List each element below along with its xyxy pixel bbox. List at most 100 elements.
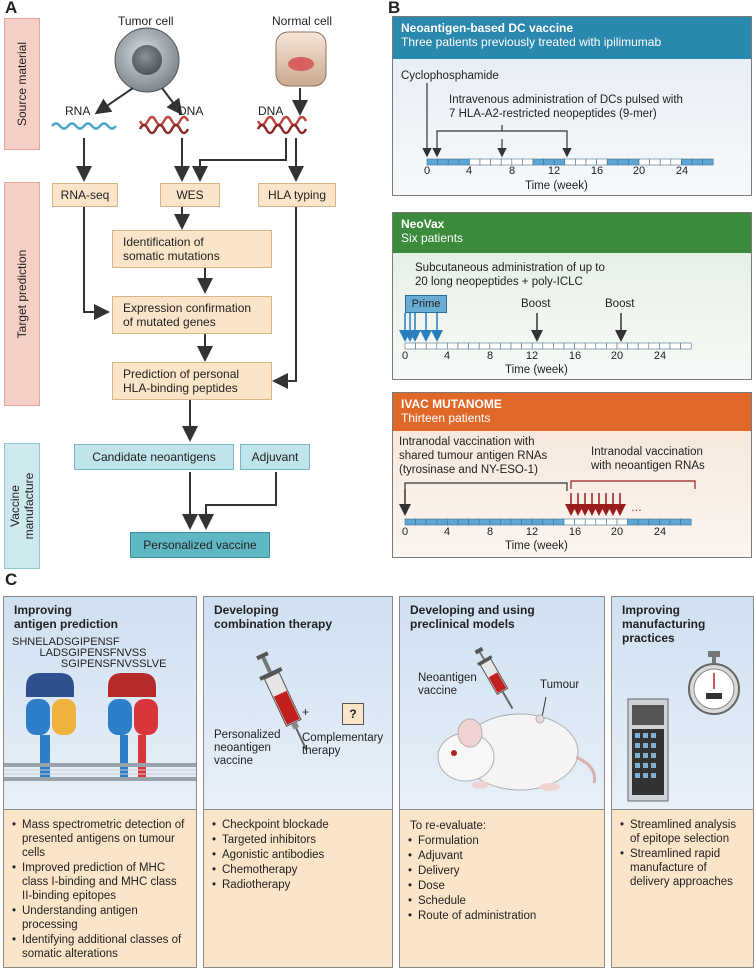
re-evaluate-intro: To re-evaluate:	[410, 820, 487, 832]
week-block	[669, 342, 681, 350]
intranodal-shared-line2: shared tumour antigen RNAs	[399, 450, 548, 462]
list-item: Targeted inhibitors	[212, 833, 386, 847]
week-block	[584, 518, 597, 526]
preclinical-models-title-1: Developing and using	[410, 603, 535, 617]
manufacturing-title-1: Improving	[622, 603, 681, 617]
week-block	[627, 518, 639, 526]
week-block	[575, 158, 587, 166]
week-block	[616, 342, 628, 350]
week-block	[415, 342, 427, 350]
week-block	[595, 518, 607, 526]
rnaseq-label: RNA-seq	[60, 188, 110, 202]
week-block	[457, 342, 469, 350]
antigen-prediction-list-area: Mass spectrometric detection of presente…	[4, 809, 196, 967]
tick-0: 0	[401, 350, 409, 362]
dc-vaccine-header: Neoantigen-based DC vaccine Three patien…	[393, 17, 751, 59]
combination-therapy-title-2: combination therapy	[214, 617, 333, 631]
tick-8: 8	[486, 350, 494, 362]
subcutaneous-label-2: 20 long neopeptides + poly-ICLC	[415, 276, 583, 288]
cyclophosphamide-label: Cyclophosphamide	[401, 70, 499, 82]
intravenous-label-2: 7 HLA-A2-restricted neopeptides (9-mer)	[449, 108, 657, 120]
dc-vaccine-timeline	[422, 83, 714, 166]
tick-0: 0	[423, 165, 431, 177]
complementary-therapy-caption-2: therapy	[302, 745, 341, 757]
step-prediction-line2: HLA-binding peptides	[123, 381, 238, 395]
preclinical-models-title-2: preclinical models	[410, 617, 515, 631]
list-item: Understanding antigen processing	[12, 904, 190, 932]
week-block	[606, 158, 619, 166]
dc-vaccine-xlabel: Time (week)	[525, 180, 588, 192]
syringe-icon	[256, 651, 308, 751]
personalized-vaccine-box: Personalized vaccine	[130, 532, 270, 558]
tick-20: 20	[610, 526, 624, 538]
ivac-timeline: …	[399, 480, 696, 526]
week-block	[564, 158, 576, 166]
list-item: Identifying additional classes of somati…	[12, 933, 190, 961]
week-block	[563, 342, 575, 350]
adjuvant-label: Adjuvant	[251, 450, 299, 464]
list-item: Streamlined analysis of epitope selectio…	[620, 818, 747, 846]
week-block	[404, 342, 416, 350]
week-block	[659, 158, 672, 166]
week-block	[649, 158, 661, 166]
week-block	[510, 518, 522, 526]
tick-16: 16	[568, 526, 582, 538]
week-block	[447, 342, 459, 350]
tick-0: 0	[401, 526, 409, 538]
boost-label-1: Boost	[521, 298, 551, 310]
neovax-title: NeoVax	[401, 217, 445, 231]
week-block	[627, 342, 639, 350]
tick-24: 24	[653, 350, 667, 362]
tick-12: 12	[547, 165, 561, 177]
antigen-prediction-title-1: Improving	[14, 603, 73, 617]
week-block	[478, 342, 491, 350]
rna-label: RNA	[65, 104, 91, 118]
manufacturing-list: Streamlined analysis of epitope selectio…	[620, 818, 747, 890]
week-block	[574, 342, 586, 350]
manufacturing-title-3: practices	[622, 631, 675, 645]
complementary-therapy-caption-1: Complementary	[302, 732, 384, 744]
neovax-panel: NeoVax Six patients Subcutaneous adminis…	[392, 212, 752, 380]
list-item: Streamlined rapid manufacture of deliver…	[620, 847, 747, 889]
panel-a-letter: A	[5, 0, 18, 17]
stopwatch-icon	[688, 651, 740, 715]
week-block	[659, 518, 671, 526]
target-prediction-band: Target prediction	[4, 182, 40, 406]
complementary-therapy-box: ?	[342, 703, 364, 725]
preclinical-models-list-area: To re-evaluate: Formulation Adjuvant Del…	[400, 809, 604, 967]
list-item: Route of administration	[408, 909, 598, 923]
week-block	[669, 518, 681, 526]
week-block	[606, 342, 618, 350]
manufacturing-list-area: Streamlined analysis of epitope selectio…	[612, 809, 753, 967]
intranodal-shared-line3: (tyrosinase and NY-ESO-1)	[399, 464, 538, 476]
list-item: Improved prediction of MHC class I-bindi…	[12, 861, 190, 903]
step-identification-line2: somatic mutations	[123, 249, 220, 263]
week-block	[457, 518, 469, 526]
week-block	[637, 518, 650, 526]
week-block	[478, 518, 491, 526]
intravenous-label-1: Intravenous administration of DCs pulsed…	[449, 94, 683, 106]
list-item: Delivery	[408, 864, 598, 878]
week-block	[659, 342, 671, 350]
week-block	[447, 518, 459, 526]
tumor-cell-label: Tumor cell	[118, 14, 174, 28]
neoantigen-vaccine-caption-2: vaccine	[418, 685, 457, 697]
tick-24: 24	[675, 165, 689, 177]
week-block	[489, 342, 501, 350]
list-item: Agonistic antibodies	[212, 848, 386, 862]
peptide-seq-3: SGIPENSFNVSSLVE	[12, 658, 167, 670]
list-item: Dose	[408, 879, 598, 893]
week-block	[531, 518, 544, 526]
neovax-body: Subcutaneous administration of up to 20 …	[393, 253, 751, 379]
week-block	[542, 518, 554, 526]
week-block	[595, 342, 607, 350]
